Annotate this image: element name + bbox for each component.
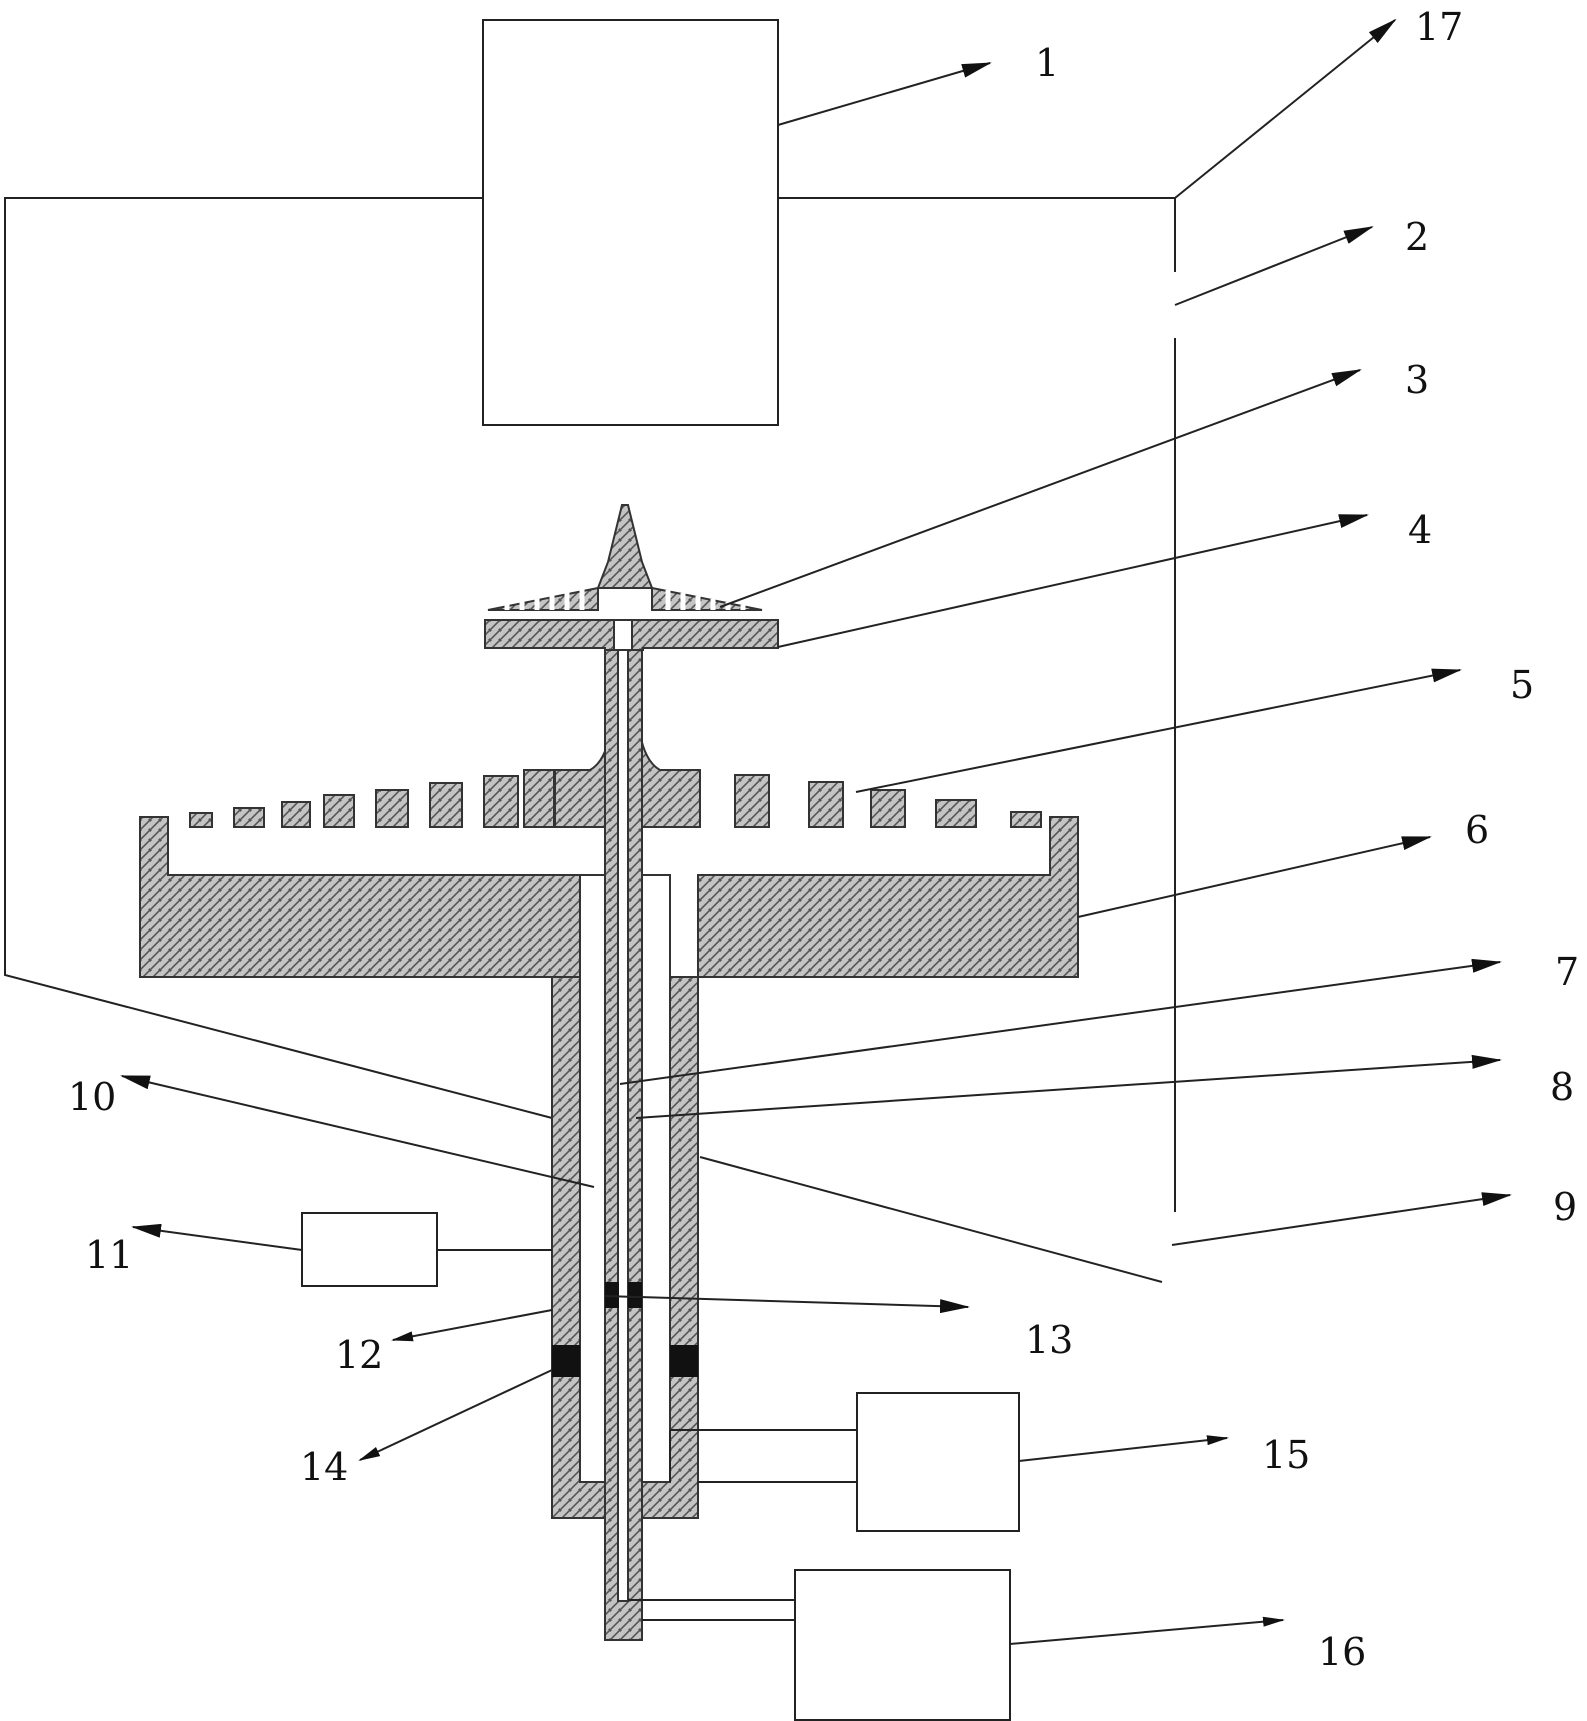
seal-14-left <box>552 1345 580 1377</box>
top-plate-tube-gap <box>613 619 633 651</box>
callout-3: 3 <box>1405 358 1429 402</box>
callout-12: 12 <box>335 1333 383 1377</box>
stem-channel-right <box>641 874 671 1483</box>
stem-channel <box>579 874 606 1483</box>
callout-1: 1 <box>1035 41 1059 85</box>
callout-2: 2 <box>1405 215 1429 259</box>
callout-17: 17 <box>1415 5 1463 49</box>
callout-14: 14 <box>300 1445 348 1489</box>
callout-8: 8 <box>1550 1065 1574 1109</box>
leader-lines <box>120 18 1512 1645</box>
enclosure-outline <box>4 197 1176 1283</box>
component-box-11 <box>301 1212 438 1287</box>
component-box-1 <box>482 19 779 426</box>
callout-16: 16 <box>1318 1630 1366 1674</box>
seal-14-right <box>670 1345 698 1377</box>
component-box-16 <box>794 1569 1011 1721</box>
callout-4: 4 <box>1408 508 1432 552</box>
component-box-15 <box>856 1392 1020 1532</box>
emitter-tip <box>487 504 763 611</box>
callout-11: 11 <box>85 1233 133 1277</box>
callout-5: 5 <box>1510 663 1534 707</box>
callout-15: 15 <box>1262 1433 1310 1477</box>
callout-13: 13 <box>1025 1318 1073 1362</box>
seal-13-left <box>605 1282 619 1308</box>
callout-10: 10 <box>68 1075 116 1119</box>
callout-7: 7 <box>1555 950 1579 994</box>
inner-tube <box>617 635 629 1602</box>
callout-6: 6 <box>1465 808 1489 852</box>
callout-9: 9 <box>1553 1185 1577 1229</box>
seal-13-right <box>628 1282 642 1308</box>
